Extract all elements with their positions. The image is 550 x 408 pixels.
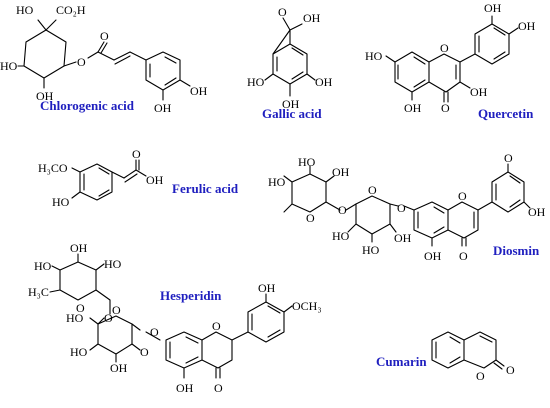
ferulic-acid-structure: H₃CO HO O OH Ferulic acid bbox=[38, 147, 239, 209]
diosmin-atom-ho-glc-1: HO bbox=[332, 229, 350, 243]
gallic-acid-atom-oh-bottom: OH bbox=[282, 97, 300, 111]
chlorogenic-acid-atom-ho-top: HO bbox=[16, 3, 34, 17]
quercetin-atom-oh-b-right: OH bbox=[518, 19, 536, 33]
hesperidin-bonds bbox=[49, 253, 293, 379]
hesperidin-atom-ho-glc-1: HO bbox=[66, 311, 84, 325]
diosmin-atom-glycosidic-o-1: O bbox=[338, 203, 347, 217]
ferulic-acid-atom-oh: OH bbox=[146, 173, 164, 187]
diosmin-bonds bbox=[283, 163, 531, 247]
chlorogenic-acid-label: Chlorogenic acid bbox=[40, 98, 135, 113]
chlorogenic-acid-atom-oh-bottom: OH bbox=[36, 89, 54, 103]
chlorogenic-acid-atom-oh-ring-1: OH bbox=[190, 84, 208, 98]
chlorogenic-acid-atom-carbonyl-o: O bbox=[100, 29, 109, 43]
ferulic-acid-bonds bbox=[71, 159, 147, 201]
diosmin-atom-oh-rha-3: OH bbox=[332, 165, 350, 179]
hesperidin-atom-oh-3prime: OH bbox=[258, 281, 276, 295]
hesperidin-atom-oh-rha-2: OH bbox=[70, 241, 88, 255]
cumarin-atom-ring-o: O bbox=[476, 369, 485, 383]
diosmin-atom-ho-rha-1: HO bbox=[268, 175, 286, 189]
chlorogenic-acid-atom-ester-o: O bbox=[77, 55, 86, 69]
ferulic-acid-label: Ferulic acid bbox=[172, 181, 239, 196]
gallic-acid-atom-carbonyl-o: O bbox=[278, 5, 287, 19]
gallic-acid-bonds bbox=[264, 17, 316, 97]
hesperidin-atom-rha-ring-o: O bbox=[76, 301, 85, 315]
hesperidin-atom-methoxy: OCH₃ bbox=[292, 299, 322, 313]
diosmin-atom-ho-rha-2: HO bbox=[298, 155, 316, 169]
diosmin-atom-rha-ring-o: O bbox=[306, 211, 315, 225]
quercetin-structure: OH OH HO O OH OH O Quercetin bbox=[365, 1, 536, 121]
diosmin-atom-methoxy-o: O bbox=[504, 151, 513, 165]
chlorogenic-acid-bonds bbox=[17, 19, 191, 101]
gallic-acid-label: Gallic acid bbox=[262, 106, 322, 121]
chlorogenic-acid-atom-oh-ring-2: OH bbox=[154, 101, 172, 115]
hesperidin-atom-glc-o-ring: O bbox=[140, 345, 149, 359]
diosmin-atom-oh-3prime: OH bbox=[528, 205, 546, 219]
hesperidin-label: Hesperidin bbox=[160, 288, 222, 303]
hesperidin-atom-ho-rha-1: HO bbox=[34, 259, 52, 273]
quercetin-atom-ring-o: O bbox=[440, 41, 449, 55]
hesperidin-atom-glycosidic-o-1: O bbox=[104, 311, 113, 325]
diosmin-label: Diosmin bbox=[493, 243, 540, 258]
hesperidin-atom-carbonyl-o: O bbox=[214, 381, 223, 395]
quercetin-atom-oh-5: OH bbox=[404, 101, 422, 115]
diosmin-atom-flavone-ring-o: O bbox=[458, 189, 467, 203]
diosmin-atom-oh-glc-3: OH bbox=[394, 231, 412, 245]
ferulic-acid-atom-ho: HO bbox=[52, 195, 70, 209]
diosmin-atom-oh-5: OH bbox=[424, 249, 442, 263]
hesperidin-atom-flavanone-ring-o: O bbox=[212, 319, 221, 333]
hesperidin-atom-methyl: H₃C bbox=[28, 285, 49, 299]
hesperidin-atom-oh-5: OH bbox=[176, 381, 194, 395]
quercetin-atom-oh-b-top: OH bbox=[484, 1, 502, 15]
gallic-acid-atom-oh-acid: OH bbox=[303, 11, 321, 25]
cumarin-bonds bbox=[431, 331, 505, 370]
hesperidin-atom-ho-glc-2: HO bbox=[70, 345, 88, 359]
diosmin-atom-ho-glc-2: HO bbox=[362, 243, 380, 257]
gallic-acid-atom-oh-right: OH bbox=[315, 75, 333, 89]
quercetin-atom-ho-a: HO bbox=[365, 49, 383, 63]
gallic-acid-atom-ho-left: HO bbox=[247, 75, 265, 89]
diosmin-atom-glycosidic-o-2: O bbox=[397, 201, 406, 215]
gallic-acid-structure: O OH HO OH OH Gallic acid bbox=[247, 5, 333, 121]
diosmin-structure: HO HO OH O O O HO HO OH O O OH O OH O Di… bbox=[268, 151, 546, 263]
quercetin-atom-carbonyl-o: O bbox=[441, 101, 450, 115]
chlorogenic-acid-atom-co2h: CO₂H bbox=[56, 3, 86, 17]
cumarin-structure: O O Cumarin bbox=[376, 331, 515, 383]
hesperidin-structure: HO OH H₃C HO O O O O HO HO OH O O OH OCH… bbox=[28, 241, 322, 395]
ferulic-acid-atom-carbonyl-o: O bbox=[132, 147, 141, 161]
cumarin-label: Cumarin bbox=[376, 354, 427, 369]
quercetin-bonds bbox=[385, 15, 519, 103]
quercetin-atom-oh-3: OH bbox=[470, 85, 488, 99]
quercetin-label: Quercetin bbox=[478, 106, 534, 121]
diosmin-atom-glc-ring-o: O bbox=[368, 183, 377, 197]
cumarin-atom-carbonyl-o: O bbox=[506, 363, 515, 377]
chlorogenic-acid-structure: HO CO₂H HO OH O O OH OH Chlorogenic acid bbox=[0, 3, 208, 115]
chlorogenic-acid-atom-ho-left: HO bbox=[0, 59, 18, 73]
hesperidin-atom-glc-ring-o: O bbox=[112, 303, 121, 317]
hesperidin-atom-ho-rha-3: HO bbox=[104, 257, 122, 271]
hesperidin-atom-glycosidic-o-2: O bbox=[150, 325, 159, 339]
diosmin-atom-carbonyl-o: O bbox=[459, 249, 468, 263]
hesperidin-atom-oh-glc-3: OH bbox=[110, 361, 128, 375]
ferulic-acid-atom-methoxy: H₃CO bbox=[38, 161, 68, 175]
